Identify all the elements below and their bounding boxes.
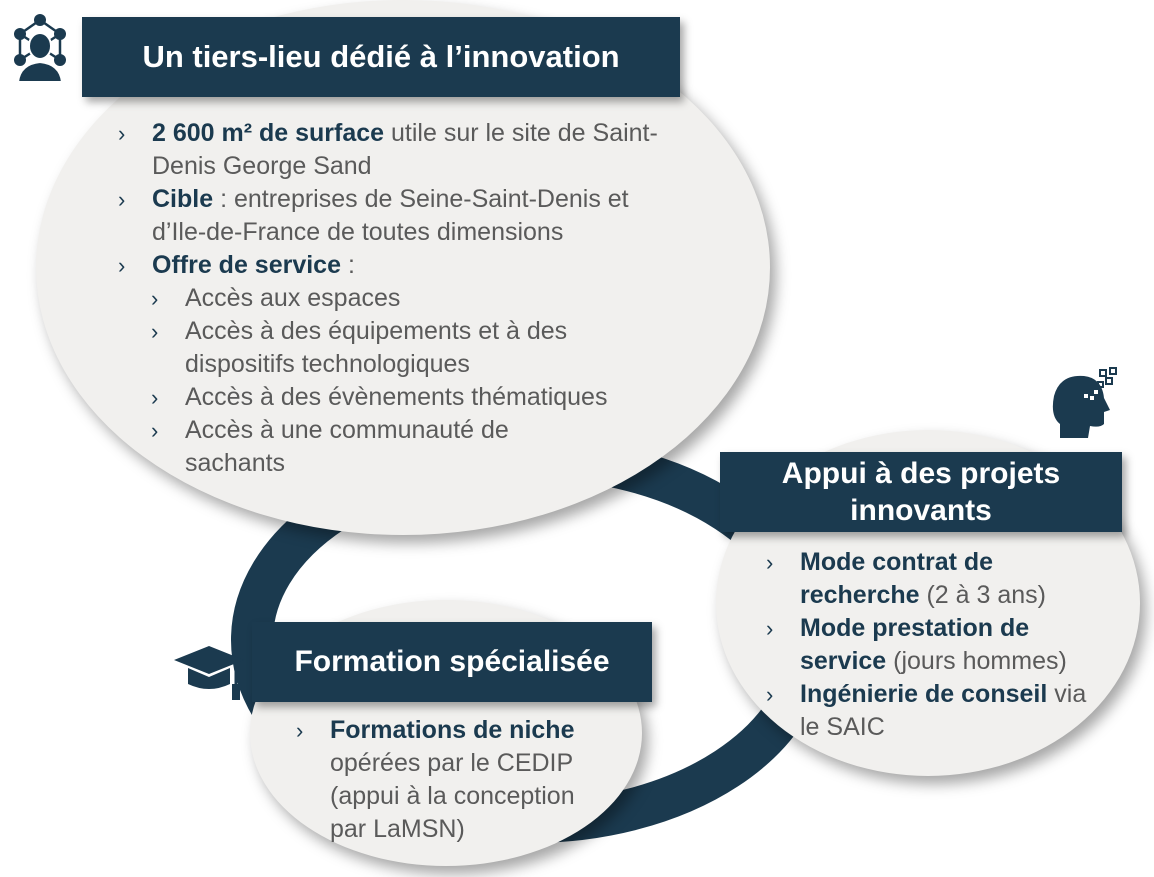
graduation-cap-icon: [174, 646, 244, 700]
innovation-list: 2 600 m² de surface utile sur le site de…: [118, 117, 658, 480]
list-subitem: Accès à des équipements et à des disposi…: [151, 315, 615, 381]
list-subitem: Accès à des évènements thématiques: [151, 381, 658, 414]
projects-title: Appui à des projets innovants: [720, 452, 1122, 532]
list-item: Mode prestation de service (jours hommes…: [766, 612, 1105, 678]
digital-head-icon: [1052, 367, 1117, 438]
training-title: Formation spécialisée: [252, 622, 652, 702]
training-list: Formations de niche opérées par le CEDIP…: [296, 714, 616, 846]
list-item: Mode contrat de recherche (2 à 3 ans): [766, 546, 1100, 612]
list-item: Formations de niche opérées par le CEDIP…: [296, 714, 610, 846]
list-subitem: Accès à une communauté de sachants: [151, 414, 565, 480]
projects-list: Mode contrat de recherche (2 à 3 ans) Mo…: [766, 546, 1116, 744]
list-item: Ingénierie de conseil via le SAIC: [766, 678, 1100, 744]
list-item: 2 600 m² de surface utile sur le site de…: [118, 117, 658, 183]
list-subitem: Accès aux espaces: [151, 282, 658, 315]
list-item: Cible : entreprises de Seine-Saint-Denis…: [118, 183, 658, 249]
network-person-icon: [14, 14, 66, 82]
list-item: Offre de service :: [118, 249, 658, 282]
innovation-title: Un tiers-lieu dédié à l’innovation: [82, 17, 680, 97]
